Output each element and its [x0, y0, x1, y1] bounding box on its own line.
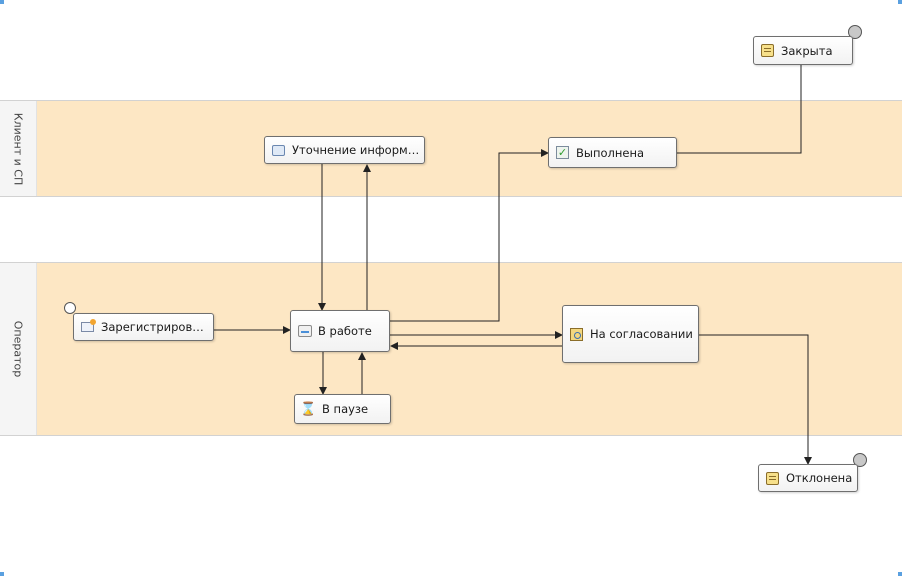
state-rejected[interactable]: Отклонена — [758, 464, 858, 492]
hourglass-icon: ⌛ — [300, 401, 317, 417]
swimlane-client-header: Клиент и СП — [0, 101, 37, 196]
selection-handle-top-left — [0, 0, 4, 4]
state-inwork[interactable]: В работе — [290, 310, 390, 352]
state-approval-label: На согласовании — [590, 327, 693, 341]
state-registered[interactable]: Зарегистрирована — [73, 313, 214, 341]
rejected-lock-icon — [765, 471, 780, 486]
swimlane-operator-header: Оператор — [0, 263, 37, 435]
state-approval[interactable]: На согласовании — [562, 305, 699, 363]
edge-approval-to-rejected[interactable] — [699, 334, 812, 465]
checkmark-icon: ✓ — [556, 146, 569, 159]
state-inwork-label: В работе — [318, 324, 372, 338]
state-registered-label: Зарегистрирована — [101, 320, 213, 334]
work-tray-icon — [297, 324, 312, 339]
state-done-label: Выполнена — [576, 145, 645, 160]
selection-handle-bottom-left — [0, 572, 4, 576]
closed-lock-icon — [760, 43, 775, 58]
approval-icon — [569, 327, 584, 342]
state-rejected-label: Отклонена — [786, 471, 853, 485]
selection-handle-bottom-right — [898, 572, 902, 576]
start-marker — [64, 302, 76, 314]
end-marker-closed — [848, 25, 862, 39]
selection-handle-top-right — [898, 0, 902, 4]
end-marker-rejected — [853, 453, 867, 467]
state-closed[interactable]: Закрыта — [753, 36, 853, 65]
state-clarify-label: Уточнение информа... — [292, 143, 424, 157]
edge-done-to-closed[interactable] — [677, 65, 802, 154]
chat-bubble-icon — [271, 143, 286, 158]
state-clarify[interactable]: Уточнение информа... — [264, 136, 425, 164]
swimlane-client: Клиент и СП — [0, 100, 902, 197]
swimlane-operator: Оператор — [0, 262, 902, 436]
state-done[interactable]: ✓ Выполнена — [548, 137, 677, 168]
envelope-icon — [80, 319, 96, 335]
state-closed-label: Закрыта — [781, 43, 833, 58]
edge-inwork-to-done[interactable] — [390, 149, 549, 322]
state-paused-label: В паузе — [322, 402, 369, 416]
state-paused[interactable]: ⌛ В паузе — [294, 394, 391, 424]
